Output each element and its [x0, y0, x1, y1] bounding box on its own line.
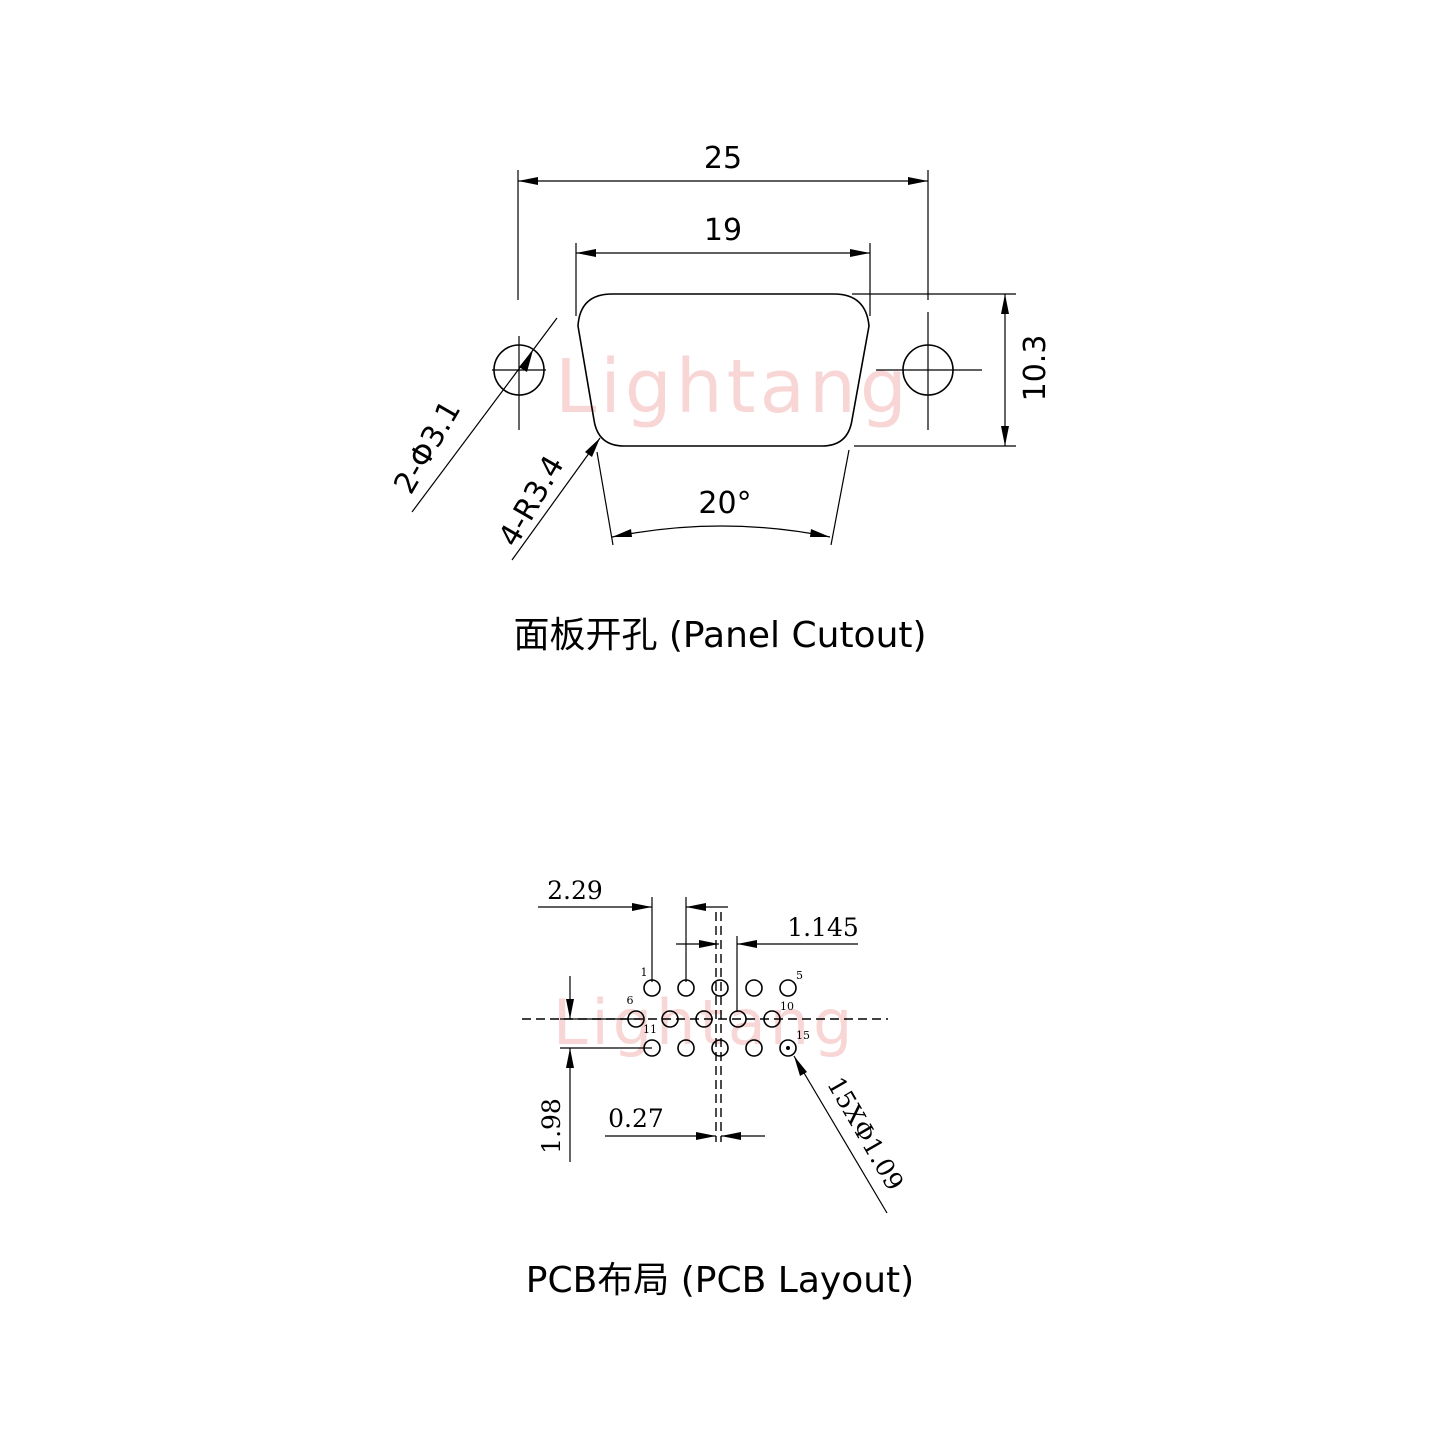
arrow-1-145-left: [699, 940, 719, 948]
arrow-2-29-right: [686, 903, 706, 911]
d-sub-cutout-outline: [577, 293, 870, 447]
pcb-pin-number: 1: [641, 966, 648, 979]
leader-pin-dia: [793, 1055, 888, 1214]
watermark-bottom: Lightang: [553, 986, 856, 1059]
leader-corner-radius: [511, 437, 601, 561]
dim-corner-radius: 4-R3.4: [492, 450, 572, 553]
arrow-1-98-bottom: [566, 1048, 574, 1068]
pcb-pin-hole: [711, 979, 729, 997]
angle-ext-left: [596, 451, 614, 546]
watermark-top: Lightang: [555, 344, 911, 430]
dim-col-pitch: 2.29: [547, 876, 603, 905]
dim-offset: 0.27: [608, 1104, 664, 1133]
pcb-pin-hole: [779, 979, 797, 997]
pcb-pin-number: 11: [643, 1023, 657, 1036]
arrow-0-27-left: [696, 1132, 716, 1140]
arrow-19-right: [850, 249, 870, 257]
arrow-hole-dia: [519, 350, 533, 372]
dim-angle: 20°: [698, 486, 751, 521]
pcb-pin-number: 6: [627, 994, 634, 1007]
dim-height: 10.3: [1018, 335, 1053, 402]
arrow-19-left: [576, 249, 596, 257]
pcb-pin-hole: [695, 1010, 713, 1028]
pcb-pin-number: 15: [796, 1029, 810, 1042]
arrow-1-98-top: [566, 999, 574, 1019]
pcb-pin-hole: [745, 979, 763, 997]
pcb-pin-hole: [763, 1010, 781, 1028]
arrow-1-145-right: [737, 940, 757, 948]
dim-half-pitch: 1.145: [787, 913, 859, 942]
arrow-10-3-bottom: [1001, 426, 1009, 446]
dim-cutout-width: 19: [704, 213, 742, 248]
dim-overall-width: 25: [704, 141, 742, 176]
pcb-pin-number: 5: [796, 969, 803, 982]
panel-cutout-caption: 面板开孔 (Panel Cutout): [513, 615, 926, 656]
arrow-pin-dia: [794, 1056, 807, 1076]
pin-15-center-dot: [786, 1046, 790, 1050]
arrow-angle-right: [810, 529, 830, 537]
pcb-pin-hole: [677, 1039, 695, 1057]
arrow-10-3-top: [1001, 294, 1009, 314]
pcb-pin-number: 10: [780, 1000, 794, 1013]
arrow-corner-radius: [585, 438, 600, 457]
arrow-angle-left: [612, 529, 632, 537]
pcb-pin-hole: [711, 1039, 729, 1057]
arrow-25-left: [518, 177, 538, 185]
arrow-25-right: [908, 177, 928, 185]
dim-hole-dia: 2-Φ3.1: [387, 395, 468, 500]
pcb-pin-hole: [779, 1039, 797, 1057]
arrow-0-27-right: [721, 1132, 741, 1140]
pcb-pin-hole: [745, 1039, 763, 1057]
pcb-layout-caption: PCB布局 (PCB Layout): [526, 1260, 914, 1301]
angle-arc: [611, 525, 831, 538]
pcb-pin-hole: [661, 1010, 679, 1028]
pcb-pin-hole: [729, 1010, 747, 1028]
dim-row-spacing: 1.98: [537, 1098, 566, 1154]
panel-cutout-view: Lightang 25 19 10.3 2-: [387, 141, 1053, 656]
arrow-2-29: [632, 903, 652, 911]
angle-ext-right: [830, 449, 850, 546]
